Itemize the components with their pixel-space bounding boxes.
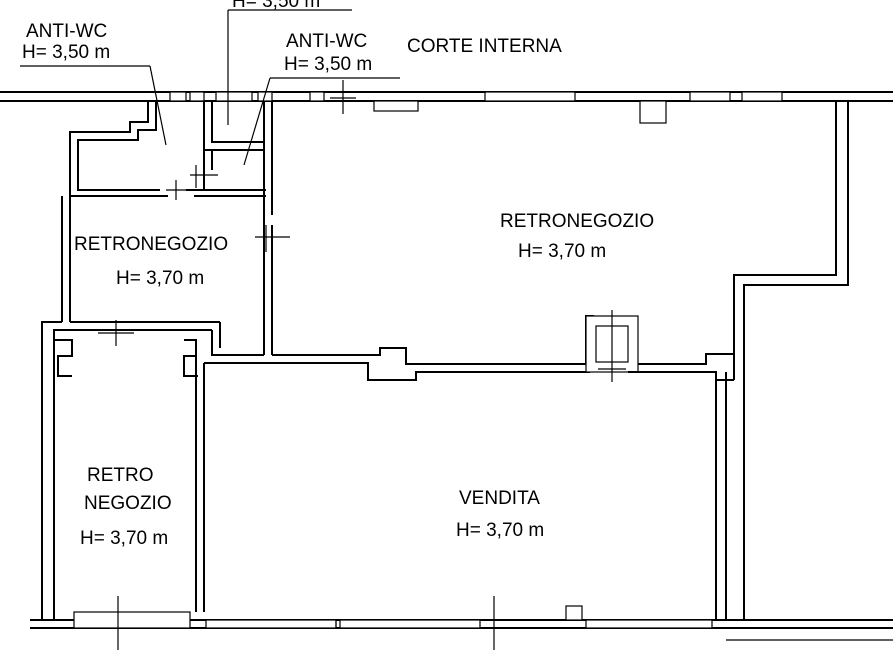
retronegozio-small-height: H= 3,70 m <box>116 268 205 289</box>
service-rooms <box>69 101 266 200</box>
corte-interna-label: CORTE INTERNA <box>407 36 562 57</box>
retro-height: H= 3,70 m <box>80 528 169 549</box>
vendita-height: H= 3,70 m <box>456 520 545 541</box>
retro-label-line1: RETRO <box>87 465 154 486</box>
central-partition <box>255 101 290 355</box>
anti-wc-right-label: ANTI-WC <box>286 31 368 52</box>
vendita-walls <box>54 339 727 620</box>
anti-wc-left-height: H= 3,50 m <box>22 42 111 63</box>
retro-label-line2: NEGOZIO <box>84 493 172 514</box>
anti-wc-right-height: H= 3,50 m <box>284 54 373 75</box>
retronegozio-small-walls <box>41 196 264 620</box>
label-leaders <box>20 9 400 166</box>
retronegozio-big-height: H= 3,70 m <box>518 241 607 262</box>
anti-wc-left-label: ANTI-WC <box>26 21 108 42</box>
retronegozio-small-label: RETRONEGOZIO <box>74 234 229 255</box>
retronegozio-big-label: RETRONEGOZIO <box>500 211 655 232</box>
bottom-facade-wall <box>30 596 893 650</box>
vendita-label: VENDITA <box>459 488 540 509</box>
top-height-label: H= 3,50 m <box>232 0 321 12</box>
retronegozio-walls <box>264 100 849 620</box>
top-facade-wall <box>0 91 893 102</box>
